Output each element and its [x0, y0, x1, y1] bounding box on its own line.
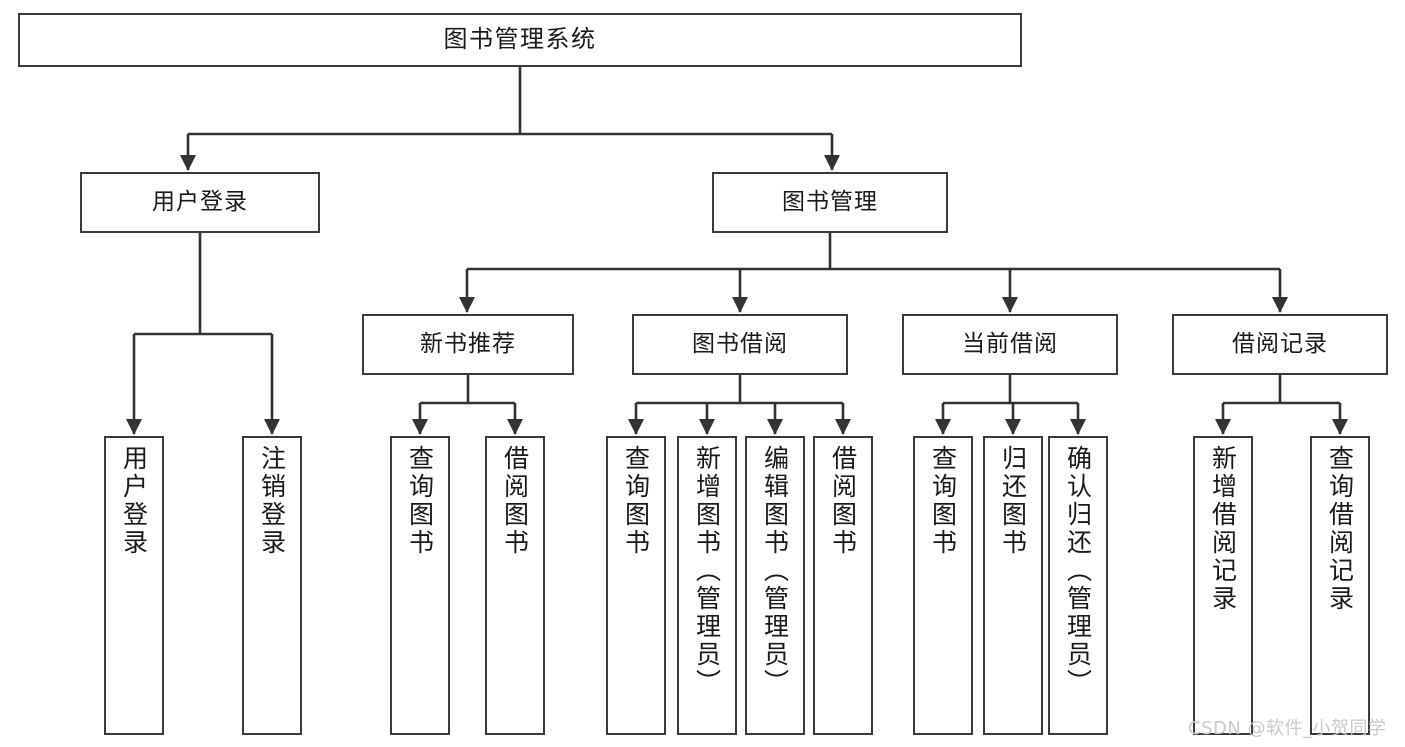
- node-new-book-recommend-label: 新书推荐: [420, 331, 516, 358]
- connector-user-login-to-leaves: [125, 233, 281, 435]
- node-leaf-add-borrow-record[interactable]: 新增借阅记录: [1193, 436, 1253, 735]
- node-root-label: 图书管理系统: [443, 25, 597, 54]
- node-borrow-record[interactable]: 借阅记录: [1172, 314, 1388, 375]
- node-leaf-confirm-return-admin[interactable]: 确认归还（管理员）: [1048, 436, 1108, 735]
- node-book-borrow-label: 图书借阅: [692, 331, 788, 358]
- node-current-borrow[interactable]: 当前借阅: [902, 314, 1118, 375]
- node-book-borrow[interactable]: 图书借阅: [632, 314, 848, 375]
- node-leaf-query-borrow-record[interactable]: 查询借阅记录: [1310, 436, 1370, 735]
- node-leaf-borrow-book-borrow-label: 借阅图书: [828, 445, 858, 557]
- node-new-book-recommend[interactable]: 新书推荐: [362, 314, 574, 375]
- node-current-borrow-label: 当前借阅: [962, 331, 1058, 358]
- node-borrow-record-label: 借阅记录: [1232, 331, 1328, 358]
- node-leaf-add-book-admin-label: 新增图书（管理员）: [692, 445, 722, 697]
- node-leaf-query-book-recommend-label: 查询图书: [405, 445, 435, 557]
- node-leaf-user-login[interactable]: 用户登录: [104, 436, 164, 735]
- node-user-login-label: 用户登录: [152, 189, 248, 216]
- node-leaf-borrow-book-recommend[interactable]: 借阅图书: [485, 436, 545, 735]
- node-book-management-label: 图书管理: [782, 189, 878, 216]
- node-leaf-confirm-return-admin-label: 确认归还（管理员）: [1063, 445, 1093, 697]
- node-leaf-borrow-book-recommend-label: 借阅图书: [500, 445, 530, 557]
- node-leaf-query-book-current-label: 查询图书: [928, 445, 958, 557]
- connector-book-manage-to-level3: [458, 233, 1289, 313]
- csdn-watermark: CSDN @软件_小贺同学: [1188, 718, 1387, 739]
- node-leaf-edit-book-admin[interactable]: 编辑图书（管理员）: [745, 436, 805, 735]
- connector-borrow-record-to-leaves: [1214, 375, 1349, 435]
- connector-root-to-level2: [179, 67, 841, 171]
- node-leaf-return-book[interactable]: 归还图书: [983, 436, 1043, 735]
- node-book-management[interactable]: 图书管理: [712, 172, 948, 233]
- node-leaf-add-borrow-record-label: 新增借阅记录: [1208, 445, 1238, 613]
- node-user-login[interactable]: 用户登录: [80, 172, 320, 233]
- node-leaf-user-login-label: 用户登录: [119, 445, 149, 557]
- node-leaf-user-logout-label: 注销登录: [257, 445, 287, 557]
- connector-book-borrow-to-leaves: [627, 375, 852, 435]
- node-root-book-management-system[interactable]: 图书管理系统: [18, 13, 1022, 67]
- node-leaf-query-book-recommend[interactable]: 查询图书: [390, 436, 450, 735]
- node-leaf-query-book-borrow-label: 查询图书: [621, 445, 651, 557]
- connector-current-borrow-to-leaves: [934, 375, 1087, 435]
- node-leaf-query-book-borrow[interactable]: 查询图书: [606, 436, 666, 735]
- connector-new-book-recommend-to-leaves: [411, 375, 524, 435]
- node-leaf-edit-book-admin-label: 编辑图书（管理员）: [760, 445, 790, 697]
- node-leaf-user-logout[interactable]: 注销登录: [242, 436, 302, 735]
- node-leaf-return-book-label: 归还图书: [998, 445, 1028, 557]
- node-leaf-borrow-book-borrow[interactable]: 借阅图书: [813, 436, 873, 735]
- node-leaf-add-book-admin[interactable]: 新增图书（管理员）: [677, 436, 737, 735]
- node-leaf-query-borrow-record-label: 查询借阅记录: [1325, 445, 1355, 613]
- node-leaf-query-book-current[interactable]: 查询图书: [913, 436, 973, 735]
